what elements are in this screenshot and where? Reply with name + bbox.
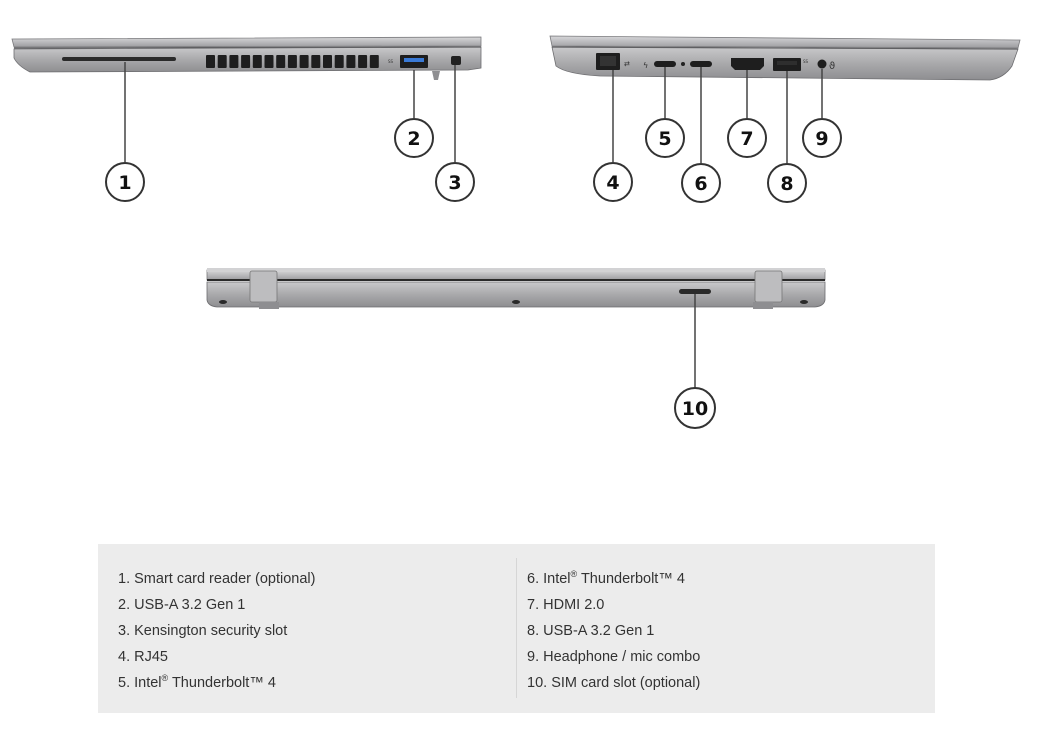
laptop-back-view — [206, 268, 826, 309]
svg-text:⇄: ⇄ — [624, 60, 630, 68]
ports-diagram: SS ⇄ ϟ SS ϑ — [11, 35, 1021, 429]
vent-slot — [206, 55, 215, 68]
vent-slot — [369, 55, 379, 68]
vent-slot — [252, 55, 262, 68]
svg-text:7: 7 — [740, 128, 753, 150]
svg-text:9: 9 — [815, 128, 828, 150]
legend-column-left: 1. Smart card reader (optional) 2. USB-A… — [118, 564, 315, 694]
callout-6: 6 — [681, 163, 721, 203]
hinge-right — [754, 270, 783, 303]
legend-item: 9. Headphone / mic combo — [527, 648, 701, 665]
vent-slot — [287, 55, 297, 68]
kensington-slot — [451, 56, 461, 65]
legend-divider — [516, 558, 517, 698]
vent-slot — [346, 55, 356, 68]
legend-item: 1. Smart card reader (optional) — [118, 570, 316, 587]
vent-slot — [241, 55, 251, 68]
port-legend: 1. Smart card reader (optional) 2. USB-A… — [98, 544, 935, 713]
vent-slot — [264, 55, 274, 68]
smart-card-slot — [62, 57, 176, 61]
svg-text:3: 3 — [448, 172, 461, 194]
svg-text:8: 8 — [780, 173, 793, 195]
svg-text:2: 2 — [407, 128, 420, 150]
svg-text:10: 10 — [682, 398, 708, 420]
vent-slot — [299, 55, 309, 68]
svg-text:5: 5 — [658, 128, 671, 150]
svg-text:6: 6 — [694, 173, 707, 195]
thunderbolt-port-1 — [654, 61, 676, 67]
callout-9: 9 — [802, 118, 842, 158]
callout-1: 1 — [105, 162, 145, 202]
svg-text:ϑ: ϑ — [829, 61, 835, 72]
legend-item: 6. Intel® Thunderbolt™ 4 — [527, 569, 685, 587]
vent-slot — [229, 55, 239, 68]
svg-text:ϟ: ϟ — [643, 61, 648, 70]
laptop-left-side: SS — [11, 36, 482, 80]
legend-item: 3. Kensington security slot — [118, 622, 288, 639]
legend-item: 8. USB-A 3.2 Gen 1 — [527, 622, 655, 639]
svg-text:1: 1 — [118, 172, 131, 194]
svg-text:SS: SS — [803, 59, 809, 64]
callout-leaders — [124, 62, 823, 388]
callout-4: 4 — [593, 162, 633, 202]
legend-item: 7. HDMI 2.0 — [527, 596, 605, 613]
callout-7: 7 — [727, 118, 767, 158]
callout-2: 2 — [394, 118, 434, 158]
svg-text:SS: SS — [388, 59, 394, 64]
vent-slot — [311, 55, 321, 68]
hinge-left — [249, 270, 278, 303]
legend-column-right: 6. Intel® Thunderbolt™ 4 7. HDMI 2.0 8. … — [527, 564, 700, 694]
sim-card-slot — [679, 289, 711, 294]
headphone-jack — [817, 59, 827, 69]
vent-slot — [217, 55, 227, 68]
vent-slot — [276, 55, 286, 68]
laptop-right-side: ⇄ ϟ SS ϑ — [549, 35, 1021, 81]
thunderbolt-port-2 — [690, 61, 712, 67]
svg-text:4: 4 — [606, 172, 619, 194]
legend-item: 4. RJ45 — [118, 648, 168, 665]
hdmi-port — [731, 58, 764, 70]
callout-8: 8 — [767, 163, 807, 203]
legend-item: 10. SIM card slot (optional) — [527, 674, 701, 691]
legend-item: 2. USB-A 3.2 Gen 1 — [118, 596, 246, 613]
callout-3: 3 — [435, 162, 475, 202]
vent-slot — [334, 55, 344, 68]
vent-grille — [206, 55, 379, 68]
vent-slot — [323, 55, 332, 68]
callout-10: 10 — [674, 387, 716, 429]
vent-slot — [358, 55, 368, 68]
callout-5: 5 — [645, 118, 685, 158]
legend-item: 5. Intel® Thunderbolt™ 4 — [118, 673, 276, 691]
